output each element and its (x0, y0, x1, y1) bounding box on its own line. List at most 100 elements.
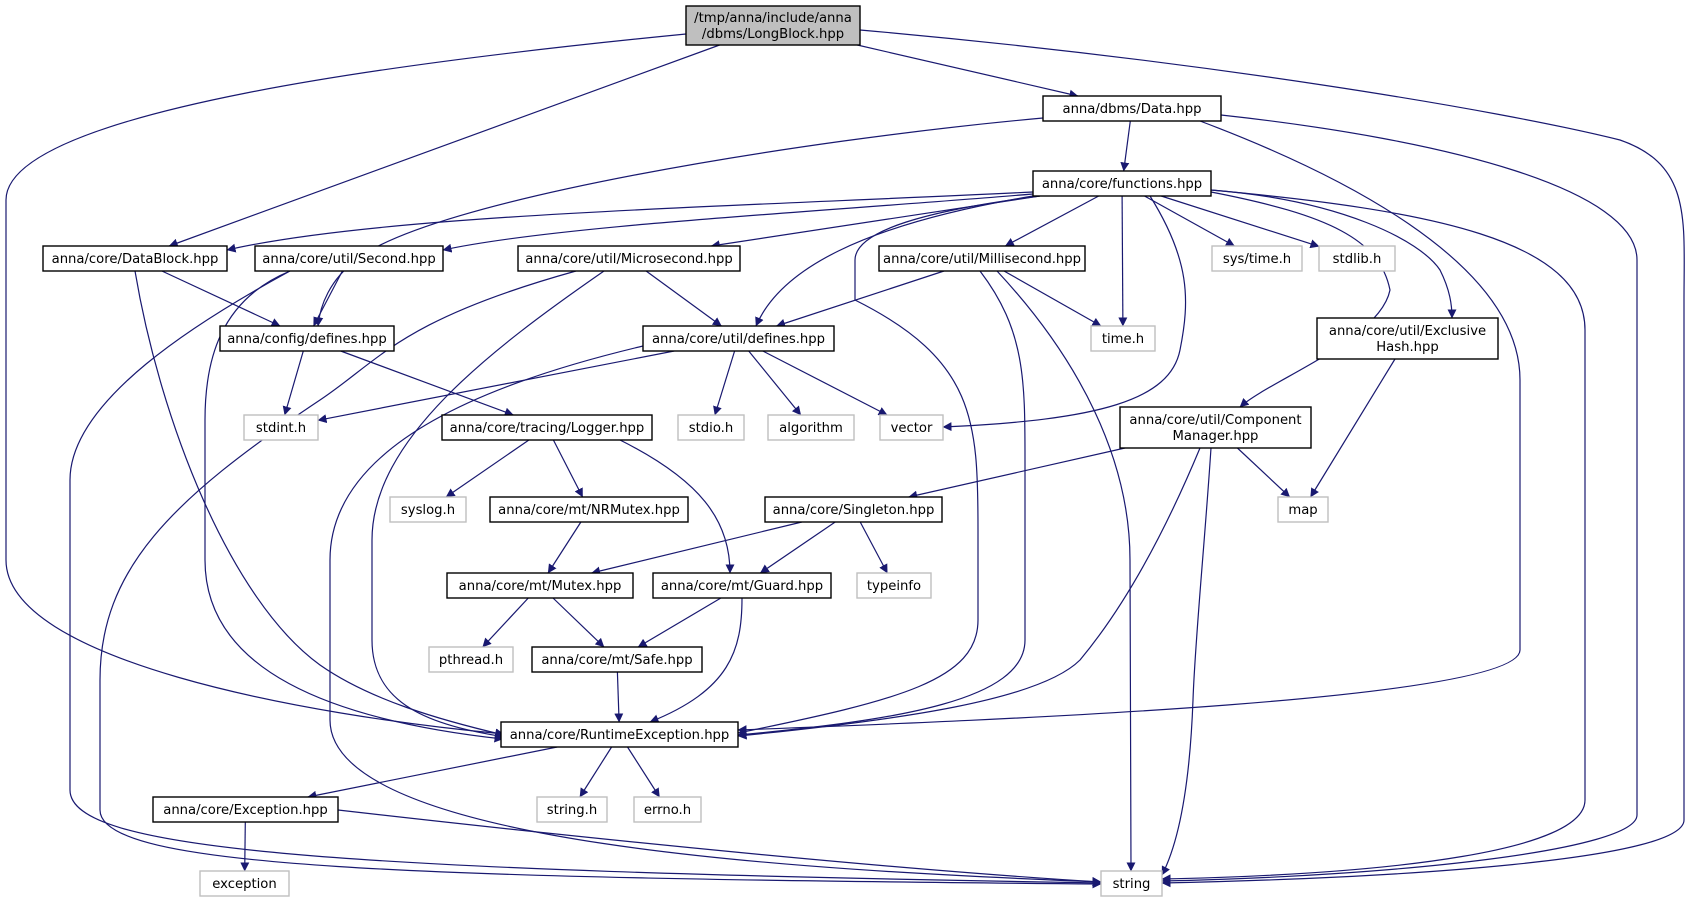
node-box (879, 414, 944, 441)
edge-data-to-runtimeexc (737, 120, 1521, 735)
edge-line (748, 350, 802, 416)
node-box (152, 796, 339, 823)
node-label: exception (212, 877, 276, 892)
node-label: Manager.hpp (1173, 429, 1259, 444)
node-nrmutex[interactable]: anna/core/mt/NRMutex.hpp (489, 496, 689, 523)
edge-line (552, 439, 584, 498)
node-box (1119, 406, 1312, 449)
edge-line (762, 350, 888, 416)
edge-functions-to-runtimeexc (737, 195, 1041, 736)
node-label: string (1113, 877, 1151, 892)
edge-line (591, 521, 803, 576)
node-label: anna/core/DataBlock.hpp (52, 252, 219, 267)
edge-line (755, 195, 1034, 327)
node-safe[interactable]: anna/core/mt/Safe.hpp (531, 646, 703, 673)
node-syslog: syslog.h (389, 496, 467, 523)
node-configdefines[interactable]: anna/config/defines.hpp (219, 325, 395, 352)
edge-configdefines-to-stdint (282, 350, 304, 416)
edge-exception-to-string (337, 809, 1102, 886)
node-box (633, 796, 702, 823)
node-label: anna/core/Singleton.hpp (773, 503, 935, 518)
edge-functions-to-vector (942, 195, 1187, 432)
nodes-layer: /tmp/anna/include/anna/dbms/LongBlock.hp… (42, 5, 1499, 897)
node-box (1100, 870, 1163, 897)
edge-line (857, 44, 1079, 99)
edge-line (168, 44, 720, 248)
edge-line (737, 195, 1041, 736)
edge-longblock-to-data (857, 44, 1079, 99)
node-label: algorithm (779, 421, 843, 436)
edge-line (5, 33, 687, 738)
node-label: anna/core/util/Second.hpp (262, 252, 435, 267)
edge-line (1118, 195, 1128, 327)
node-box (677, 414, 745, 441)
edge-utildefines-to-string (329, 345, 1102, 887)
edge-line (1003, 270, 1102, 327)
node-mutex[interactable]: anna/core/mt/Mutex.hpp (446, 572, 634, 599)
node-label: vector (891, 421, 933, 436)
edge-line (226, 191, 1034, 253)
edge-millisecond-to-utildefines (776, 270, 945, 328)
node-stdio: stdio.h (677, 414, 745, 441)
node-label: anna/core/util/Microsecond.hpp (525, 252, 732, 267)
edge-line (313, 270, 343, 327)
edge-line (579, 746, 613, 798)
node-label: anna/core/util/Exclusive (1329, 324, 1486, 339)
edge-millisecond-to-timeh (1003, 270, 1102, 327)
node-box (254, 245, 444, 272)
edge-line (1161, 114, 1638, 886)
node-label: stdint.h (256, 421, 306, 436)
edge-configdefines-to-logger (340, 350, 514, 417)
node-logger[interactable]: anna/core/tracing/Logger.hpp (441, 414, 653, 441)
node-stringh: string.h (536, 796, 608, 823)
node-datablock[interactable]: anna/core/DataBlock.hpp (42, 245, 228, 272)
node-millisecond[interactable]: anna/core/util/Millisecond.hpp (878, 245, 1086, 272)
edge-line (649, 597, 743, 723)
node-label: errno.h (644, 803, 691, 818)
edge-line (1161, 447, 1212, 876)
node-guard[interactable]: anna/core/mt/Guard.hpp (652, 572, 832, 599)
edge-logger-to-nrmutex (552, 439, 584, 498)
edge-millisecond-to-runtimeexc (737, 270, 1026, 739)
edges-layer (5, 29, 1685, 889)
edge-singleton-to-mutex (591, 521, 803, 576)
edge-line (314, 117, 1044, 327)
node-label: anna/config/defines.hpp (227, 332, 387, 347)
edge-line (859, 29, 1685, 888)
edge-line (908, 447, 1126, 500)
edge-microsecond-to-utildefines (645, 270, 722, 327)
edge-data-to-configdefines (314, 117, 1044, 327)
edge-line (1161, 195, 1320, 249)
node-label: anna/core/util/Component (1129, 413, 1301, 428)
node-box (642, 325, 835, 352)
edge-millisecond-to-string (996, 270, 1136, 872)
edge-functions-to-millisecond (1004, 195, 1099, 247)
node-exceptionstd: exception (199, 870, 290, 897)
node-data[interactable]: anna/dbms/Data.hpp (1042, 95, 1222, 122)
node-box (531, 646, 703, 673)
edge-safe-to-runtimeexc (614, 671, 624, 723)
node-label: anna/core/util/defines.hpp (652, 332, 825, 347)
edge-line (161, 270, 281, 327)
node-runtimeexc[interactable]: anna/core/RuntimeException.hpp (500, 721, 739, 748)
edge-line (759, 521, 836, 574)
node-stdlib: stdlib.h (1318, 245, 1396, 272)
node-box (1032, 170, 1212, 197)
node-functions[interactable]: anna/core/functions.hpp (1032, 170, 1212, 197)
node-pthread: pthread.h (428, 646, 514, 673)
node-singleton[interactable]: anna/core/Singleton.hpp (764, 496, 943, 523)
edge-second-to-runtimeexc (204, 270, 504, 743)
node-label: /tmp/anna/include/anna (694, 11, 852, 26)
edge-functions-to-systime (1144, 195, 1235, 247)
edge-line (317, 350, 675, 424)
node-exception[interactable]: anna/core/Exception.hpp (152, 796, 339, 823)
node-utildefines[interactable]: anna/core/util/defines.hpp (642, 325, 835, 352)
edge-datablock-to-configdefines (161, 270, 281, 327)
node-second[interactable]: anna/core/util/Second.hpp (254, 245, 444, 272)
edge-functions-to-second (442, 193, 1034, 253)
node-microsecond[interactable]: anna/core/util/Microsecond.hpp (517, 245, 741, 272)
node-algorithm: algorithm (767, 414, 855, 441)
node-label: Hash.hpp (1376, 340, 1439, 355)
